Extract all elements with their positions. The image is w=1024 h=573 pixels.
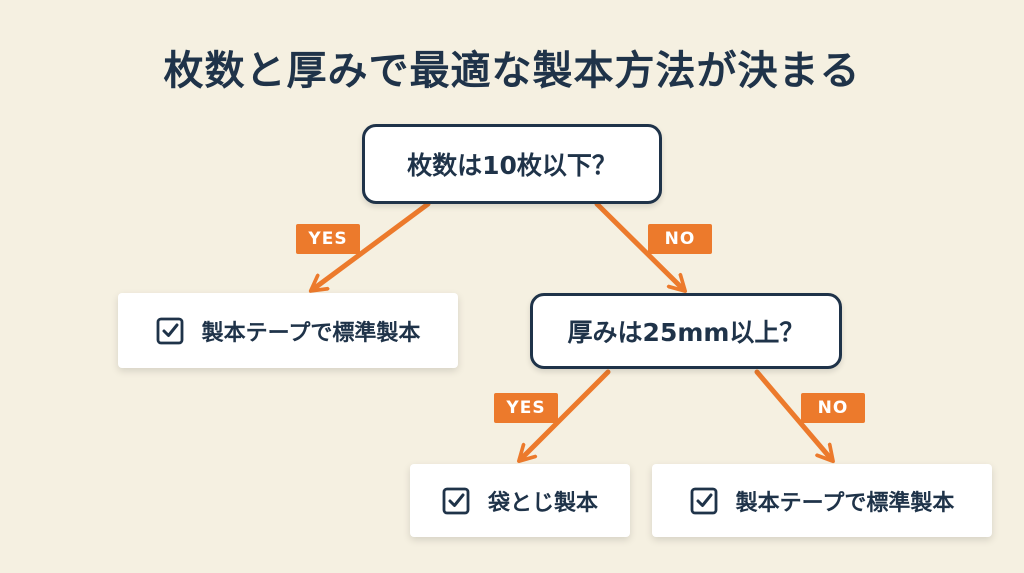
no-badge: NO (801, 393, 865, 423)
question-text: 厚みは25mm以上？ (567, 318, 805, 347)
arrow-q2-no (754, 369, 832, 460)
checkbox-checked-icon (442, 487, 470, 514)
question-text: 枚数は10枚以下？ (407, 151, 617, 180)
result-text: 製本テープで標準製本 (735, 490, 955, 516)
result-text: 製本テープで標準製本 (201, 320, 421, 346)
result-text: 袋とじ製本 (487, 490, 598, 516)
question-box-thickness: 厚みは25mm以上？ (530, 293, 842, 369)
arrow-q1-yes (312, 201, 431, 290)
question-box-sheet-count: 枚数は10枚以下？ (362, 124, 662, 204)
yes-badge: YES (494, 393, 558, 423)
page-title: 枚数と厚みで最適な製本方法が決まる (163, 48, 861, 94)
checkbox-checked-icon (690, 487, 718, 514)
yes-badge: YES (296, 224, 360, 254)
result-box-standard-binding: 製本テープで標準製本 (652, 464, 992, 537)
checkbox-checked-icon (156, 317, 184, 344)
result-box-pocket-binding: 袋とじ製本 (410, 464, 630, 537)
arrow-q1-no (594, 201, 684, 290)
result-box-standard-binding: 製本テープで標準製本 (118, 293, 458, 368)
arrow-q2-yes (520, 369, 611, 460)
no-badge: NO (648, 224, 712, 254)
